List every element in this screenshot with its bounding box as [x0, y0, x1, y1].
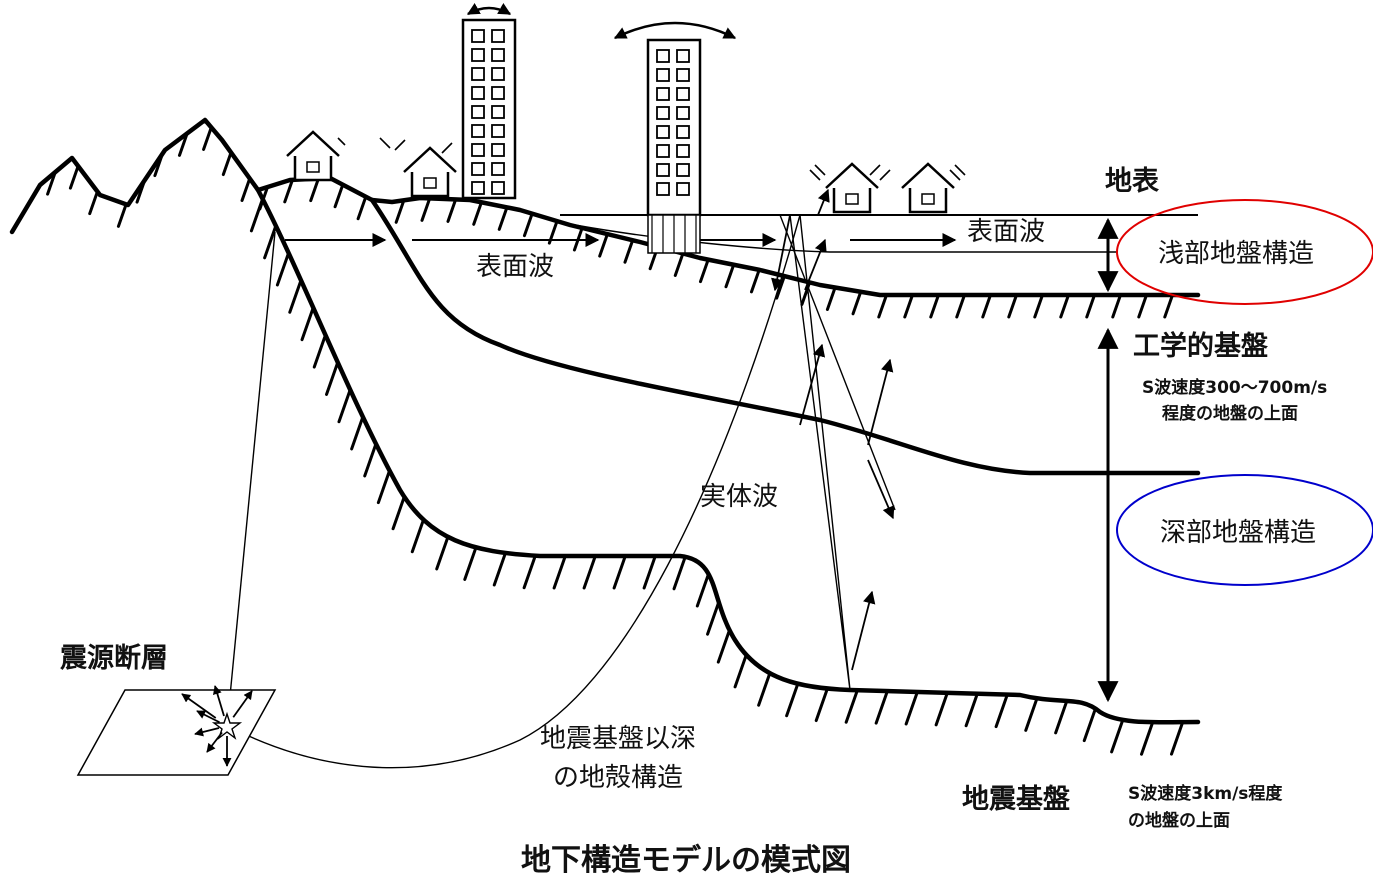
engineering-bedrock-line: [369, 197, 1201, 476]
ground-surface-label: 地表: [1105, 166, 1159, 197]
shallow-structure-label: 浅部地盤構造: [1158, 239, 1314, 269]
source-fault-label: 震源断層: [60, 643, 168, 674]
ray-surface-left: [226, 231, 276, 728]
body-arrow-4: [867, 459, 895, 520]
engineering-note-line1: S波速度300〜700m/s: [1142, 377, 1327, 398]
ray-body-1: [789, 214, 851, 691]
engineering-note-line2: 程度の地盤の上面: [1162, 403, 1298, 424]
house-hill: [286, 130, 340, 182]
body-arrow-1: [799, 343, 826, 426]
crust-structure-label-1: 地震基盤以深: [540, 724, 696, 754]
deep-structure-label: 深部地盤構造: [1160, 518, 1316, 548]
source-fault-plane: [76, 685, 277, 776]
tall-building-right: [613, 21, 737, 254]
ray-body-2: [779, 214, 896, 511]
body-arrow-5: [804, 238, 827, 291]
house-right-1: [825, 162, 879, 214]
surface-wave-label-upper: 表面波: [967, 217, 1045, 247]
epicenter-star-icon: [211, 711, 243, 740]
seismic-bedrock-line: [255, 187, 1201, 725]
body-arrow-3: [851, 590, 876, 671]
ray-long-curve: [239, 214, 801, 769]
house-right-2: [901, 162, 955, 214]
body-arrow-2: [867, 358, 894, 446]
seismic-note-line2: の地盤の上面: [1128, 810, 1230, 831]
body-wave-label: 実体波: [700, 482, 778, 512]
surface-wave-label-left: 表面波: [476, 252, 554, 282]
shallow-layer-curve: [574, 224, 1118, 253]
body-arrow-6: [817, 188, 830, 216]
diagram-title: 地下構造モデルの模式図: [521, 843, 851, 878]
shallow-structure-callout: [1116, 199, 1373, 305]
deep-structure-callout: [1116, 474, 1373, 586]
seismic-bedrock-label: 地震基盤: [962, 784, 1071, 815]
body-arrow-7: [771, 214, 791, 292]
seismic-note-line1: S波速度3km/s程度: [1128, 783, 1283, 804]
tall-building-left: [461, 2, 517, 200]
engineering-bedrock-label: 工学的基盤: [1133, 330, 1269, 362]
crust-structure-label-2: の地殻構造: [553, 763, 683, 793]
house-left: [403, 146, 457, 198]
ground-surface-line: [369, 195, 1201, 298]
